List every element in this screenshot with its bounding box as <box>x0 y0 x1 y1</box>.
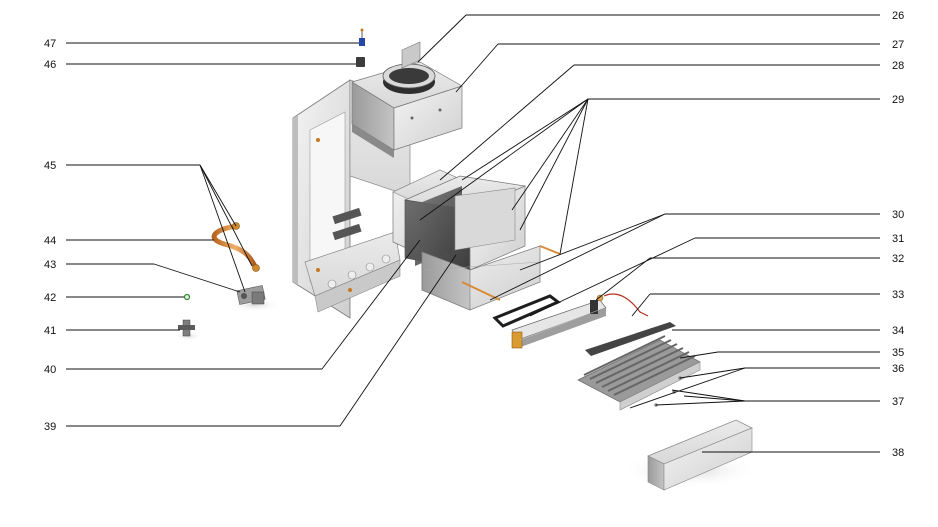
gas-pipe <box>211 222 260 272</box>
callout-36: 36 <box>892 363 904 375</box>
callout-29: 29 <box>892 94 904 106</box>
burner-bars <box>577 322 701 411</box>
burner-manifold <box>511 293 649 349</box>
callout-39: 39 <box>44 421 56 433</box>
callout-27: 27 <box>892 39 904 51</box>
callout-30: 30 <box>892 209 904 221</box>
bottom-cover <box>620 419 760 491</box>
callout-40: 40 <box>44 364 56 376</box>
callout-37: 37 <box>892 396 904 408</box>
sensor-clip <box>356 28 365 67</box>
callout-46: 46 <box>44 59 56 71</box>
callout-26: 26 <box>892 10 904 22</box>
burner-gasket <box>492 294 561 328</box>
callout-31: 31 <box>892 233 904 245</box>
callout-38: 38 <box>892 447 904 459</box>
callout-28: 28 <box>892 60 904 72</box>
flue-collar <box>382 41 436 94</box>
callout-44: 44 <box>44 235 56 247</box>
callout-47: 47 <box>44 38 56 50</box>
callout-43: 43 <box>44 259 56 271</box>
callout-42: 42 <box>44 292 56 304</box>
callout-41: 41 <box>44 325 56 337</box>
combustion-chamber <box>403 175 561 311</box>
callout-32: 32 <box>892 253 904 265</box>
drain-fitting <box>174 319 202 341</box>
pressure-fitting <box>183 293 191 301</box>
callout-35: 35 <box>892 347 904 359</box>
leader-lines <box>66 14 880 453</box>
callout-33: 33 <box>892 289 904 301</box>
callout-34: 34 <box>892 325 904 337</box>
callouts-left: 47 46 45 44 43 42 41 40 39 <box>44 38 56 433</box>
callouts-right: 26 27 28 29 30 31 32 33 34 35 36 37 38 <box>892 10 904 459</box>
callout-45: 45 <box>44 160 56 172</box>
gas-valve <box>229 285 281 312</box>
